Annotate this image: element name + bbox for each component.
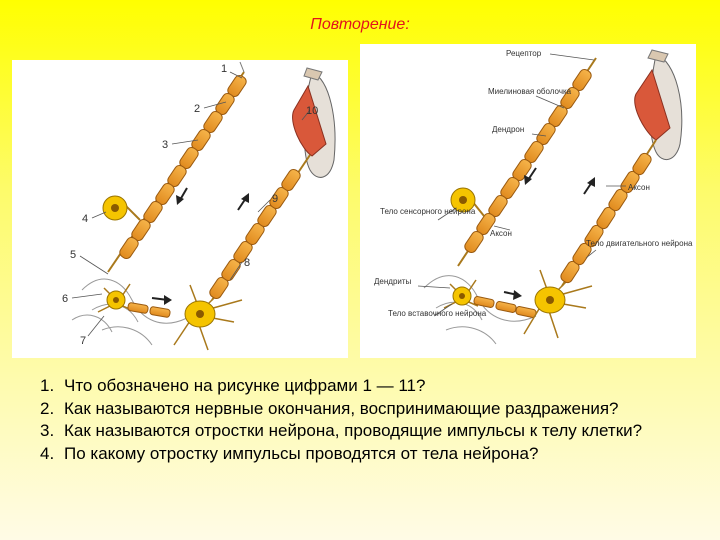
label-dendron: Дендрон (492, 125, 524, 134)
question-number: 2. (40, 398, 64, 421)
label-9: 9 (272, 193, 278, 205)
motor-neuron-body-right (524, 270, 592, 338)
label-7: 7 (80, 335, 86, 347)
reflex-arc-diagram-right: Рецептор Миелиновая оболочка Дендрон Акс… (360, 44, 696, 358)
motor-neuron-body-left (174, 285, 242, 350)
label-sensory-body: Тело сенсорного нейрона (380, 207, 476, 216)
question-item: 3. Как называются отростки нейрона, пров… (40, 420, 700, 443)
label-dendrites: Дендриты (374, 277, 412, 286)
label-1: 1 (221, 63, 227, 75)
reflex-arc-diagram-left: 1 2 3 4 5 6 7 8 9 10 (12, 60, 348, 358)
question-item: 2. Как называются нервные окончания, вос… (40, 398, 700, 421)
label-4: 4 (82, 213, 88, 225)
reflex-arc-figure-labeled: Рецептор Миелиновая оболочка Дендрон Акс… (360, 44, 696, 358)
label-10: 10 (306, 105, 318, 117)
label-axon-top: Аксон (628, 183, 650, 192)
question-number: 4. (40, 443, 64, 466)
question-text: Как называются отростки нейрона, проводя… (64, 420, 700, 443)
label-3: 3 (162, 139, 168, 151)
question-text: По какому отростку импульсы проводятся о… (64, 443, 700, 466)
question-list: 1. Что обозначено на рисунке цифрами 1 —… (40, 375, 700, 465)
sensory-neuron-body-left (103, 196, 140, 220)
label-2: 2 (194, 103, 200, 115)
label-receptor: Рецептор (506, 49, 542, 58)
label-8: 8 (244, 257, 250, 269)
question-number: 1. (40, 375, 64, 398)
label-inter-body: Тело вставочного нейрона (388, 309, 487, 318)
question-text: Что обозначено на рисунке цифрами 1 — 11… (64, 375, 700, 398)
question-text: Как называются нервные окончания, воспри… (64, 398, 700, 421)
label-6: 6 (62, 293, 68, 305)
label-5: 5 (70, 249, 76, 261)
question-item: 4. По какому отростку импульсы проводятс… (40, 443, 700, 466)
label-myelin: Миелиновая оболочка (488, 87, 572, 96)
motor-fiber-left (208, 155, 310, 300)
interneuron-axon-left (127, 295, 172, 318)
label-axon-mid: Аксон (490, 229, 512, 238)
muscle-right (635, 50, 682, 160)
question-number: 3. (40, 420, 64, 443)
reflex-arc-figure-numbered: 1 2 3 4 5 6 7 8 9 10 (12, 60, 348, 358)
slide-title: Повторение: (0, 16, 720, 34)
motor-fiber-right (559, 140, 656, 286)
interneuron-left (98, 284, 132, 312)
question-item: 1. Что обозначено на рисунке цифрами 1 —… (40, 375, 700, 398)
sensory-fiber-left (108, 62, 248, 272)
label-motor-body: Тело двигательного нейрона (586, 239, 693, 248)
muscle-left (293, 68, 335, 177)
interneuron-right (444, 280, 478, 308)
